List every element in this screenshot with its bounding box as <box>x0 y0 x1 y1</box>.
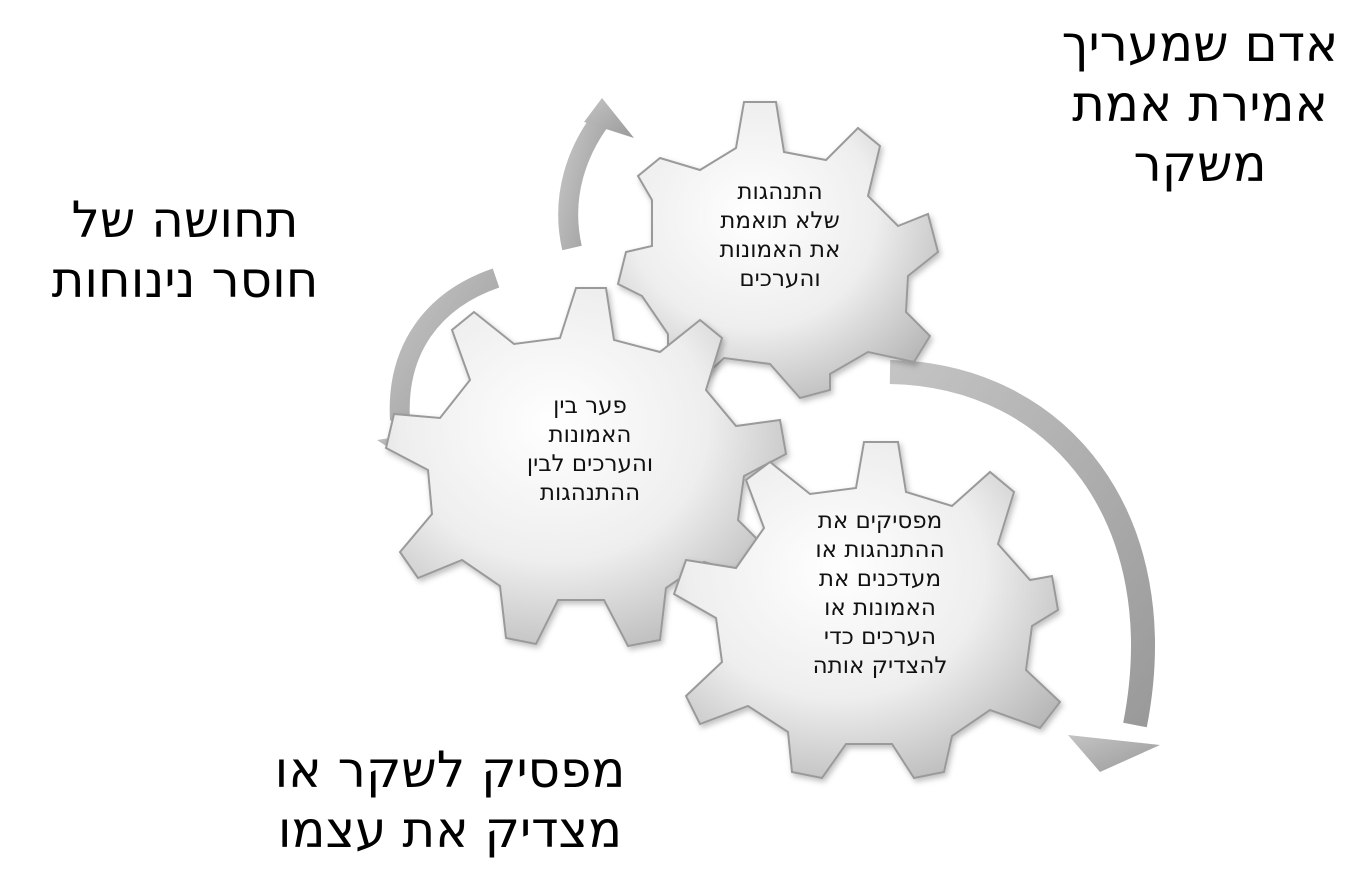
gear-bottom <box>672 441 1062 780</box>
gear-bottom-line: ההתנהגות או <box>815 537 945 563</box>
gear-middle-line: פער בין <box>553 393 627 419</box>
caption-line: אמירת אמת <box>1072 75 1328 133</box>
gear-middle <box>384 287 788 648</box>
caption-line: חוסר נינוחות <box>51 251 319 309</box>
gear-middle-line: והערכים לבין <box>526 451 654 477</box>
gear-top-line: התנהגות <box>737 179 823 205</box>
gear-bottom-label: מפסיקים את ההתנהגות או מעדכנים את האמונו… <box>760 507 1000 681</box>
caption-left: תחושה של חוסר נינוחות <box>20 190 350 310</box>
arrow-top <box>558 98 634 251</box>
caption-top-right: אדם שמעריך אמירת אמת משקר <box>1050 14 1350 194</box>
gear-top-line: שלא תואמת <box>720 208 840 234</box>
caption-bottom: מפסיק לשקר או מצדיק את עצמו <box>250 740 650 860</box>
caption-line: מפסיק לשקר או <box>274 741 626 799</box>
caption-line: משקר <box>1133 135 1267 193</box>
gear-top-line: את האמונות <box>719 237 841 263</box>
gear-bottom-line: מעדכנים את <box>818 566 942 592</box>
caption-line: מצדיק את עצמו <box>277 801 623 859</box>
caption-line: תחושה של <box>71 191 299 249</box>
gear-bottom-line: להצדיק אותה <box>812 653 948 679</box>
caption-line: אדם שמעריך <box>1061 15 1339 73</box>
gear-bottom-line: הערכים כדי <box>823 624 937 650</box>
gear-top-label: התנהגות שלא תואמת את האמונות והערכים <box>660 178 900 294</box>
gear-bottom-line: האמונות או <box>824 595 936 621</box>
arrow-right <box>889 360 1160 772</box>
gear-middle-label: פער בין האמונות והערכים לבין ההתנהגות <box>470 392 710 508</box>
gear-top-line: והערכים <box>739 266 821 292</box>
gear-middle-line: ההתנהגות <box>539 480 641 506</box>
gear-middle-line: האמונות <box>548 422 632 448</box>
gear-bottom-line: מפסיקים את <box>817 508 943 534</box>
